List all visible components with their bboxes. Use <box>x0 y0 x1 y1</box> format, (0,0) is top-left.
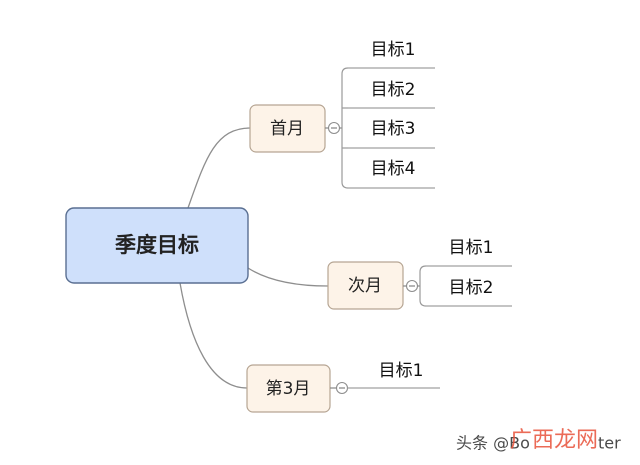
branch-node-1-label: 首月 <box>270 119 304 139</box>
leaf-node[interactable]: 目标3 <box>348 119 435 149</box>
collapse-toggle-branch-3[interactable] <box>335 381 349 395</box>
connector-root-branch-2 <box>247 267 329 287</box>
leaf-bracket-branch-1 <box>341 67 349 189</box>
branch-node-1[interactable]: 首月 <box>249 104 326 153</box>
root-node-box <box>65 207 249 284</box>
collapse-toggle-branch-1[interactable] <box>327 121 341 135</box>
leaf-node[interactable]: 目标1 <box>426 238 512 267</box>
watermark-logo: 广西龙网 <box>510 428 598 453</box>
leaf-node[interactable]: 目标2 <box>426 278 512 307</box>
branch-node-3[interactable]: 第3月 <box>246 364 331 413</box>
leaf-node[interactable]: 目标2 <box>348 80 435 109</box>
branch-node-3-label: 第3月 <box>266 379 311 399</box>
connector-root-branch-1 <box>187 127 251 209</box>
leaf-node[interactable]: 目标1 <box>348 40 435 69</box>
leaf-label: 目标1 <box>449 238 494 258</box>
branch-node-2[interactable]: 次月 <box>327 261 404 310</box>
leaf-label: 目标3 <box>371 119 416 139</box>
collapse-toggle-branch-2[interactable] <box>405 279 419 293</box>
leaf-label: 目标4 <box>371 159 416 179</box>
leaf-label: 目标1 <box>379 361 424 381</box>
leaf-node[interactable]: 目标1 <box>379 361 424 381</box>
watermark-suffix: ter <box>598 434 621 453</box>
watermark: 头条 @Bo 广西龙网 ter <box>456 428 621 453</box>
watermark-prefix: 头条 @Bo <box>456 434 530 453</box>
leaf-label: 目标2 <box>371 80 416 100</box>
branch-node-2-label: 次月 <box>348 276 382 296</box>
connector-root-branch-3 <box>179 282 248 389</box>
leaf-label: 目标2 <box>449 278 494 298</box>
leaf-bracket-branch-2 <box>419 265 427 307</box>
leaf-label: 目标1 <box>371 40 416 60</box>
leaf-node[interactable]: 目标4 <box>348 159 435 189</box>
root-node-label: 季度目标 <box>115 233 199 257</box>
root-node[interactable]: 季度目标 <box>65 207 249 284</box>
